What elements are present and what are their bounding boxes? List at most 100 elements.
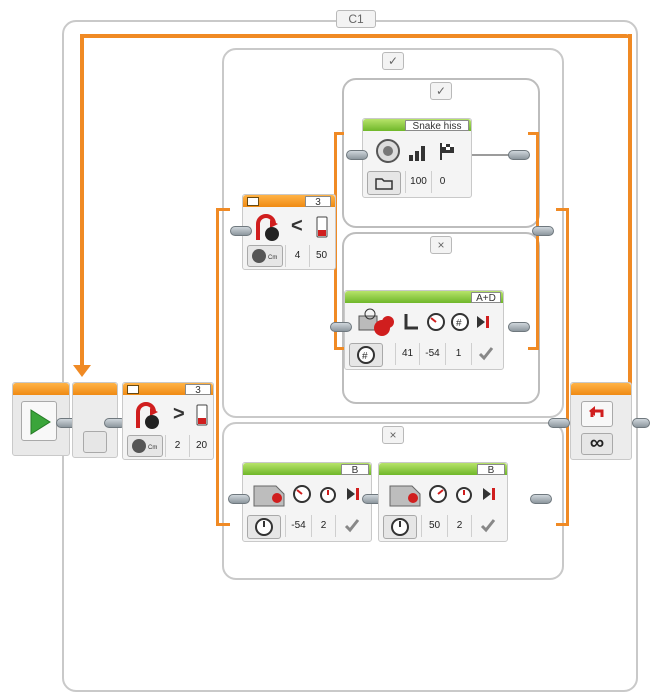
- sound-block-out-wire: [470, 154, 510, 156]
- motor-b2-power-value[interactable]: 50: [421, 515, 447, 537]
- brake-icon: [473, 311, 493, 333]
- check-icon: [344, 519, 359, 533]
- sound-block[interactable]: Snake hiss 100 0: [362, 118, 472, 198]
- outer-switch-threshold[interactable]: 3: [185, 384, 211, 396]
- loop-mode-button[interactable]: [581, 401, 613, 427]
- sound-volume-value[interactable]: 100: [405, 171, 431, 193]
- speed-icon: [425, 311, 447, 333]
- volume-icon: [407, 139, 431, 163]
- large-motor-icon: [385, 479, 425, 511]
- outer-switch-mode-icon: [127, 385, 139, 394]
- large-motor-icon: [131, 401, 163, 431]
- play-type-icon: [435, 139, 459, 163]
- steering-block-out-plug: [508, 322, 530, 332]
- steering-block-in-plug: [330, 322, 352, 332]
- inner-switch-port-selector[interactable]: Cm: [247, 245, 283, 267]
- ultrasonic-sensor-icon: [195, 403, 209, 427]
- outer-switch-true-tab[interactable]: ✓: [382, 52, 404, 70]
- timer-icon: [317, 483, 339, 505]
- inner-switch-wire-right-bottom: [528, 347, 538, 350]
- outer-switch-input-1[interactable]: 2: [165, 435, 189, 457]
- inner-switch-threshold[interactable]: 3: [305, 196, 331, 208]
- motor-b2-seconds-value[interactable]: 2: [447, 515, 471, 537]
- loop-name-tab[interactable]: C1: [336, 10, 376, 28]
- outer-switch-wire-left-top: [216, 208, 230, 211]
- motor-b2-out-plug: [530, 494, 552, 504]
- rotations-icon: #: [449, 311, 471, 333]
- infinity-icon: ∞: [589, 432, 605, 454]
- motor-b1-in-plug: [228, 494, 250, 504]
- timer-icon: [453, 483, 475, 505]
- check-icon: [480, 519, 495, 533]
- outer-switch-wire-right-top: [556, 208, 568, 211]
- svg-text:Cm: Cm: [268, 255, 277, 261]
- inner-switch-true-case: [342, 78, 540, 228]
- outer-switch-wire-right-bottom: [556, 523, 568, 526]
- ultrasonic-sensor-icon: [315, 215, 329, 239]
- svg-text:#: #: [456, 318, 462, 329]
- brake-icon: [479, 483, 499, 505]
- loop-count-field[interactable]: ∞: [581, 432, 613, 455]
- steering-ports-label[interactable]: A+D: [471, 292, 501, 304]
- inner-switch-block[interactable]: 3 < Cm 4 50: [242, 194, 336, 270]
- sound-block-out-plug: [508, 150, 530, 160]
- start-block[interactable]: [12, 382, 70, 456]
- steering-rotations-value[interactable]: 1: [445, 343, 471, 365]
- motor-b1-port-label[interactable]: B: [341, 464, 369, 476]
- steering-brake-value[interactable]: [471, 343, 499, 365]
- inner-switch-true-tab[interactable]: ✓: [430, 82, 452, 100]
- motor-b1-power-value[interactable]: -54: [285, 515, 311, 537]
- outer-switch-input-2[interactable]: 20: [189, 435, 213, 457]
- loop-icon: [586, 404, 608, 424]
- motor-b1-mode-selector[interactable]: [247, 515, 281, 539]
- outer-switch-wire-left-bottom: [216, 523, 230, 526]
- svg-text:#: #: [362, 351, 368, 362]
- motor-b2-mode-selector[interactable]: [383, 515, 417, 539]
- outer-switch-port-selector[interactable]: Cm: [127, 435, 163, 457]
- outer-switch-out-plug: [548, 418, 570, 428]
- inner-switch-false-tab[interactable]: ×: [430, 236, 452, 254]
- inner-switch-wire-left-bottom: [334, 347, 344, 350]
- steering-block[interactable]: A+D # # 41 -54 1: [344, 290, 504, 370]
- inner-switch-compare-op: <: [291, 215, 303, 237]
- steering-icon: [355, 307, 395, 339]
- outer-switch-false-case: [222, 422, 564, 580]
- loop-start-mode[interactable]: [83, 431, 107, 453]
- large-motor-icon: [249, 479, 289, 511]
- motor-b1-seconds-value[interactable]: 2: [311, 515, 335, 537]
- steering-direction-icon: [401, 311, 423, 333]
- motor-b1-block[interactable]: B -54 2: [242, 462, 372, 542]
- inner-switch-in-plug: [230, 226, 252, 236]
- outer-switch-out-plug-top: [532, 226, 554, 236]
- loop-end-out-plug: [632, 418, 650, 428]
- inner-switch-mode-icon: [247, 197, 259, 206]
- inner-switch-wire-right-top: [528, 132, 538, 135]
- outer-switch-compare-op: >: [173, 403, 185, 425]
- steering-steer-value[interactable]: 41: [395, 343, 419, 365]
- svg-text:Cm: Cm: [148, 445, 157, 451]
- motor-b2-brake-value[interactable]: [471, 515, 503, 537]
- check-icon: [478, 347, 493, 361]
- sound-mode-selector[interactable]: [367, 171, 401, 195]
- loop-end-block[interactable]: ∞: [570, 382, 632, 460]
- outer-switch-false-tab[interactable]: ×: [382, 426, 404, 444]
- steering-mode-selector[interactable]: #: [349, 343, 383, 367]
- sound-play-type-value[interactable]: 0: [431, 171, 453, 193]
- outer-switch-block[interactable]: 3 > Cm 2 20: [122, 382, 214, 460]
- outer-switch-true-case: [222, 48, 564, 418]
- brake-icon: [343, 483, 363, 505]
- motor-b1-brake-value[interactable]: [335, 515, 367, 537]
- motor-b2-port-label[interactable]: B: [477, 464, 505, 476]
- start-play-button[interactable]: [21, 401, 57, 441]
- speed-icon: [427, 483, 449, 505]
- motor-b2-block[interactable]: B 50 2: [378, 462, 508, 542]
- folder-icon: [374, 175, 394, 191]
- outer-switch-wire-left: [216, 208, 219, 526]
- inner-switch-input-1[interactable]: 4: [285, 245, 309, 267]
- inner-switch-input-2[interactable]: 50: [309, 245, 333, 267]
- loop-wire-left: [80, 34, 84, 370]
- inner-switch-wire-right: [536, 132, 539, 350]
- sound-block-file-label[interactable]: Snake hiss: [405, 120, 469, 132]
- loop-wire-right: [628, 34, 632, 386]
- steering-power-value[interactable]: -54: [419, 343, 445, 365]
